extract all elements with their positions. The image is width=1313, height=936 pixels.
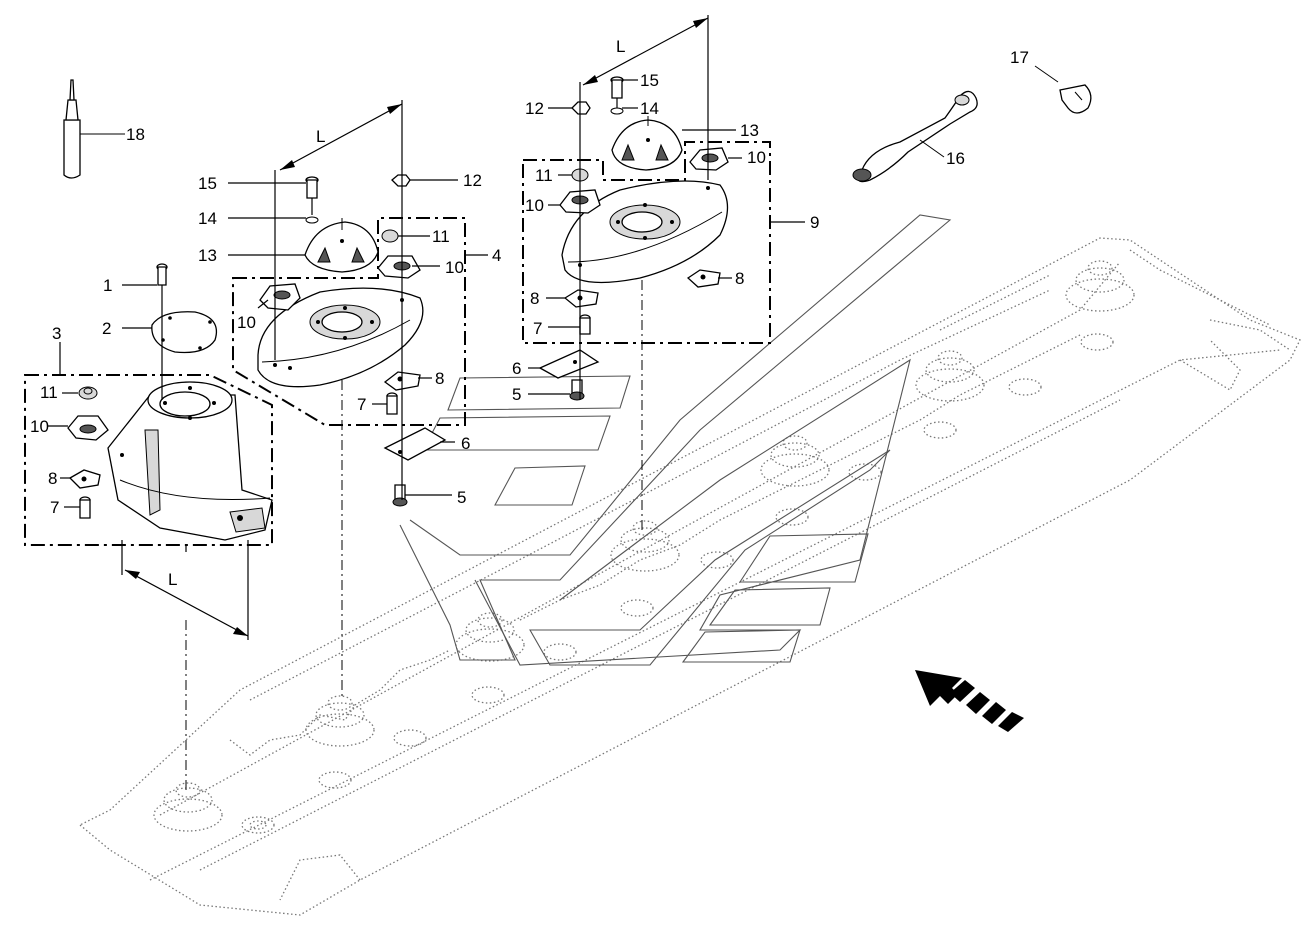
callout-10: 10 xyxy=(30,417,49,436)
callout-11-3: 11 xyxy=(535,166,553,185)
nut-11-b xyxy=(381,229,399,243)
callout-14-2: 14 xyxy=(640,99,659,118)
assembly-3 xyxy=(24,263,273,790)
callout-15: 15 xyxy=(198,174,217,193)
dimension-label-L-3: L xyxy=(168,570,177,589)
hub xyxy=(305,695,375,747)
wrench-16 xyxy=(852,90,978,183)
nut-12-a xyxy=(391,174,411,187)
bolt-15-a xyxy=(305,176,319,199)
callout-13: 13 xyxy=(198,246,217,265)
nut-11-a xyxy=(78,386,98,400)
blade-6-a xyxy=(383,427,447,461)
spanner-17 xyxy=(1034,65,1092,114)
callout-12: 12 xyxy=(463,171,482,190)
callout-7-2: 7 xyxy=(357,395,366,414)
callout-11-2: 11 xyxy=(432,227,450,246)
cover-plate-2 xyxy=(151,311,218,354)
dimension-label-L: L xyxy=(316,127,325,146)
bolt-7-b xyxy=(386,392,398,415)
guide-outline xyxy=(399,214,952,666)
bolt-7-a xyxy=(79,496,91,519)
callout-5-2: 5 xyxy=(512,385,521,404)
callout-6-2: 6 xyxy=(512,359,521,378)
callout-13-2: 13 xyxy=(740,121,759,140)
callout-labels: 1234556677788889101010101011111112121313… xyxy=(30,37,1029,589)
assembly-9 xyxy=(522,15,805,530)
callout-10-4: 10 xyxy=(525,196,544,215)
dimension-label-L-2: L xyxy=(616,37,625,56)
washer-14-a xyxy=(305,216,319,224)
clip-10-b xyxy=(377,255,421,302)
nut-12-b xyxy=(571,101,591,115)
callout-5: 5 xyxy=(457,488,466,507)
callout-18: 18 xyxy=(126,125,145,144)
callout-4: 4 xyxy=(492,246,501,265)
cutter-bar-frame xyxy=(78,237,1301,916)
plate-8-c xyxy=(686,269,721,288)
washer-14-b xyxy=(610,107,624,115)
callout-2: 2 xyxy=(102,319,111,338)
callout-6: 6 xyxy=(461,434,470,453)
callout-10-3: 10 xyxy=(445,258,464,277)
clip-10-c xyxy=(259,283,301,370)
travel-direction-arrow-icon xyxy=(915,670,1024,732)
cutter-disc-4 xyxy=(257,287,424,388)
hub xyxy=(153,782,223,832)
callout-9: 9 xyxy=(810,213,819,232)
bolt-5-a xyxy=(392,484,408,507)
callout-8-4: 8 xyxy=(735,269,744,288)
callout-3: 3 xyxy=(52,324,61,343)
gear-ring xyxy=(241,333,1114,834)
hub xyxy=(760,435,830,487)
clip-10-a xyxy=(67,415,109,441)
callout-8: 8 xyxy=(48,469,57,488)
callout-7: 7 xyxy=(50,498,59,517)
bolt-5-b xyxy=(569,379,585,401)
hub xyxy=(1065,260,1135,312)
callout-1: 1 xyxy=(103,276,112,295)
bolt-1 xyxy=(156,263,168,286)
callout-10-2: 10 xyxy=(237,313,256,332)
plate-8-d xyxy=(563,289,599,308)
grease-cartridge-18 xyxy=(63,79,125,179)
callout-16: 16 xyxy=(946,149,965,168)
hub xyxy=(915,350,985,402)
callout-8-2: 8 xyxy=(435,369,444,388)
callout-14: 14 xyxy=(198,209,217,228)
callout-11: 11 xyxy=(40,383,58,402)
bolt-7-c xyxy=(579,314,591,335)
callout-8-3: 8 xyxy=(530,289,539,308)
callout-7-3: 7 xyxy=(533,319,542,338)
blade-6-b xyxy=(538,349,600,379)
drum-cone xyxy=(107,381,273,541)
cutter-disc-9 xyxy=(561,180,729,284)
plate-8-a xyxy=(68,469,101,489)
callout-10-5: 10 xyxy=(747,148,766,167)
callout-12-2: 12 xyxy=(525,99,544,118)
bolt-15-b xyxy=(610,76,624,99)
dome-13-a xyxy=(304,218,379,273)
callout-15-2: 15 xyxy=(640,71,659,90)
assembly-4 xyxy=(228,100,488,700)
callout-17: 17 xyxy=(1010,48,1029,67)
clip-10-e xyxy=(689,147,729,190)
hub xyxy=(610,520,680,572)
dome-13-b xyxy=(611,116,683,171)
